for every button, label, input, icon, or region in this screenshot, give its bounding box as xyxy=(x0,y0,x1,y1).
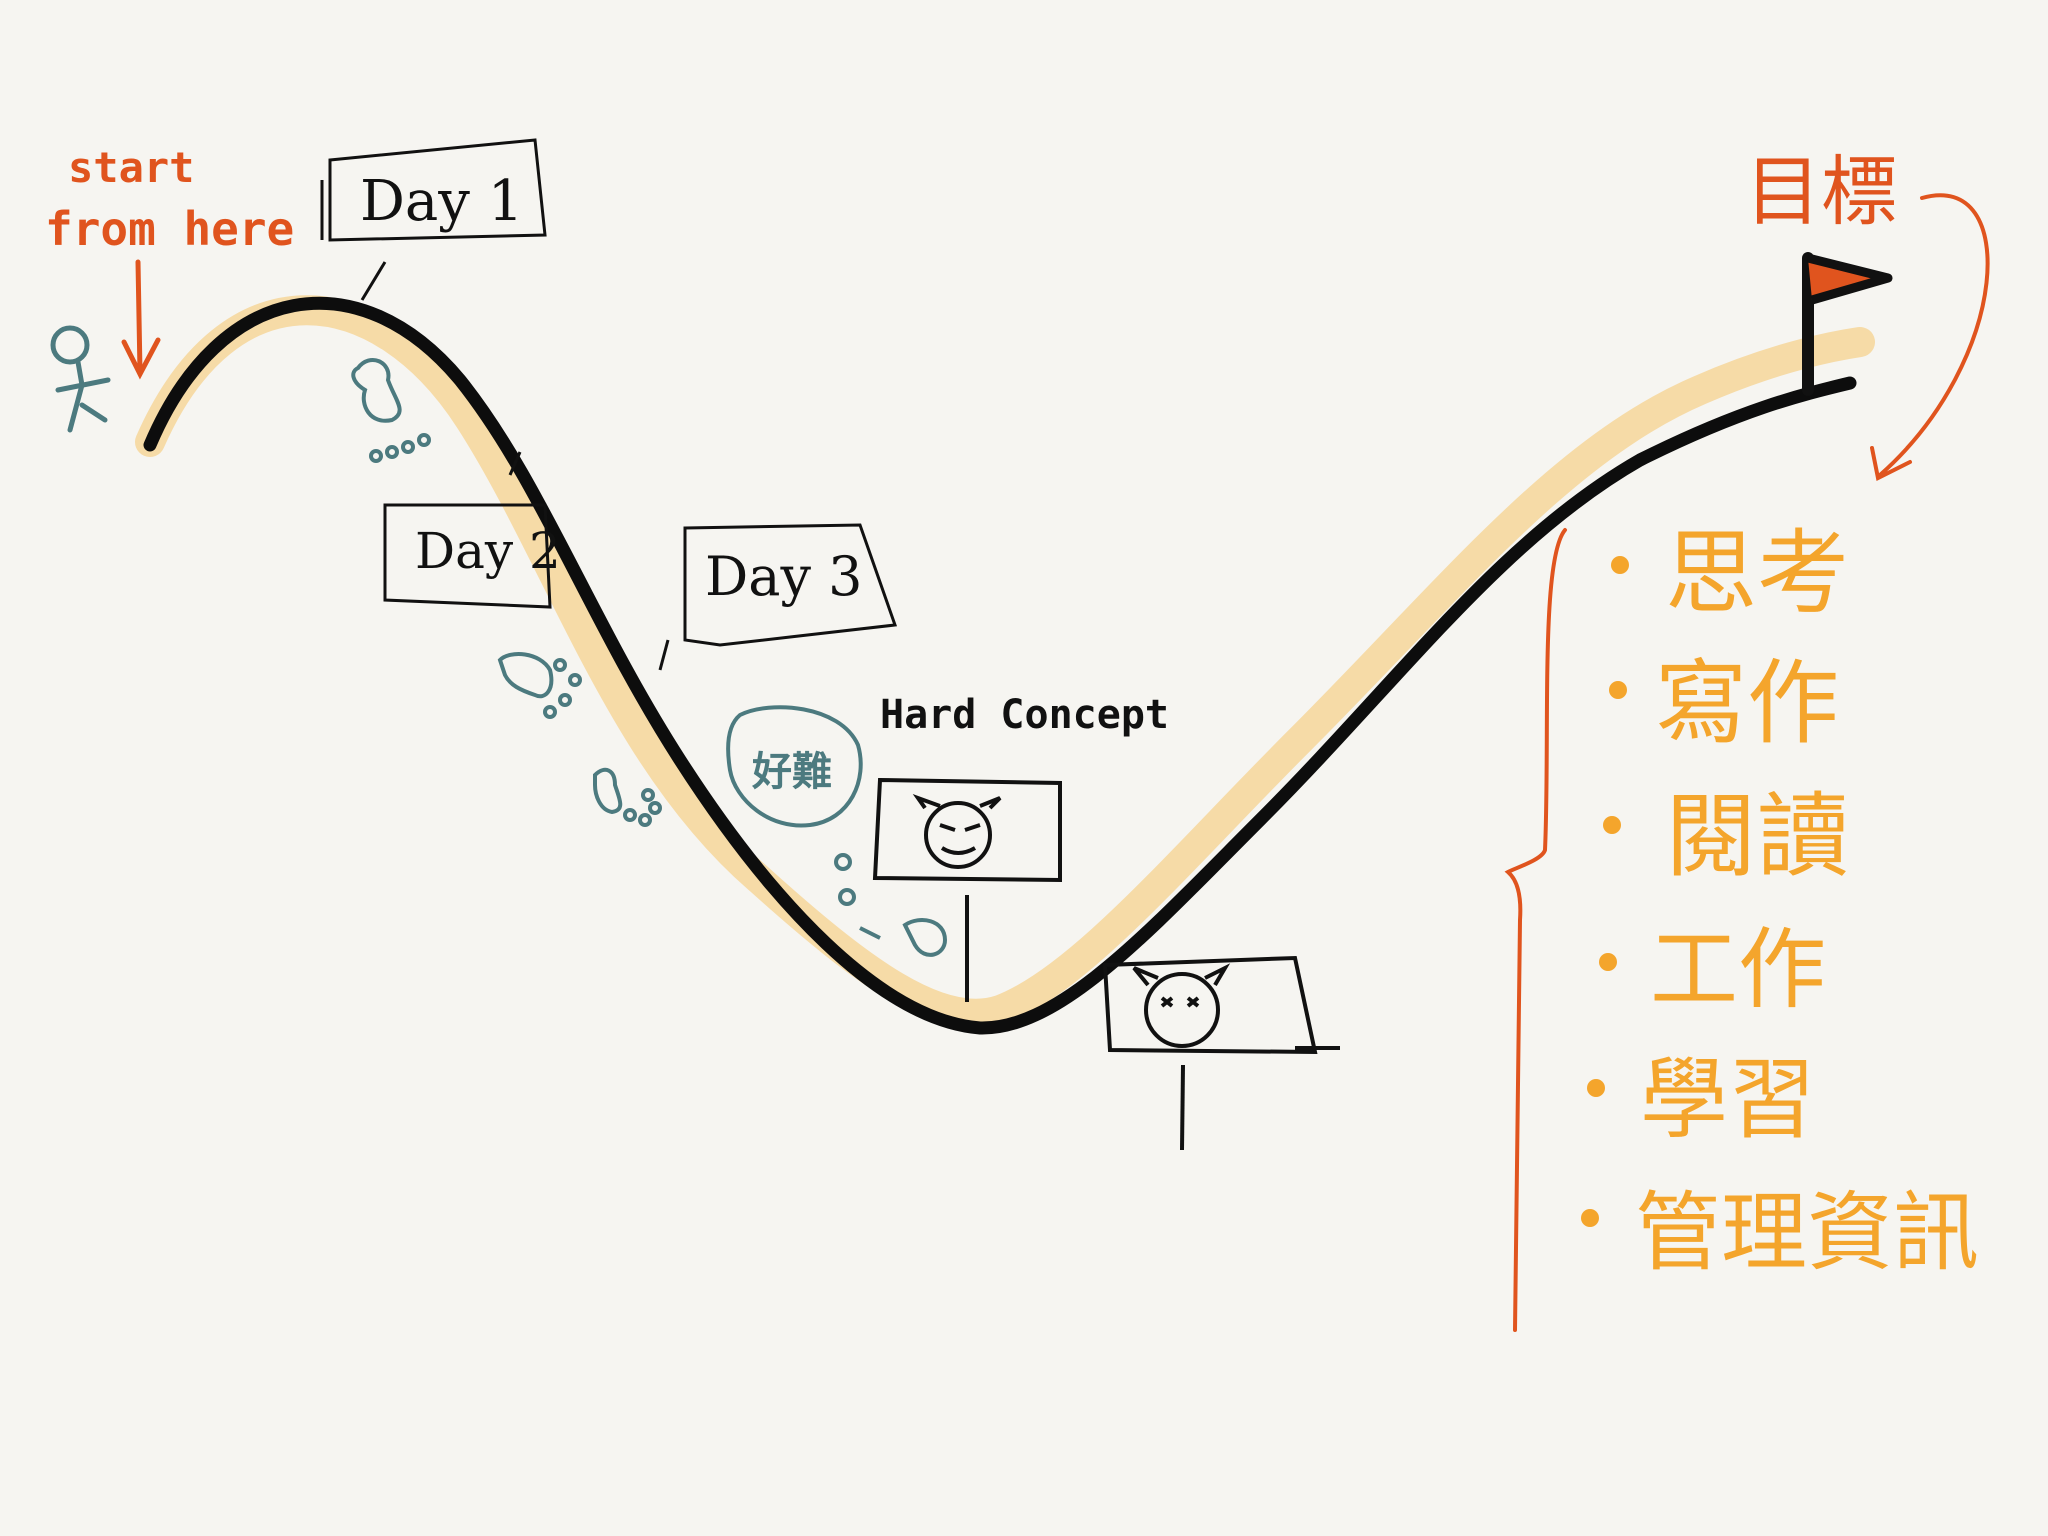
arrow-down-icon xyxy=(121,259,161,380)
goal-list-item: 學習 xyxy=(1640,1048,1816,1151)
thought-bubble xyxy=(726,705,863,828)
footprint-icon xyxy=(351,358,948,957)
day2-box xyxy=(383,451,552,609)
day3-label: Day 3 xyxy=(705,545,863,608)
goal-arrow-icon xyxy=(1870,193,1990,481)
day1-label: Day 1 xyxy=(360,169,523,234)
bubble-text: 好難 xyxy=(751,749,832,795)
goal-flag-icon xyxy=(1802,252,1893,396)
stick-figure-icon xyxy=(50,325,111,433)
monster-sign-2 xyxy=(1102,955,1340,1151)
day1-box xyxy=(320,138,547,301)
monster-face-icon xyxy=(1132,963,1231,1048)
start-note-line1: start xyxy=(68,143,194,192)
goal-list-item: 工作 xyxy=(1650,918,1826,1021)
goal-list-item: 寫作 xyxy=(1655,650,1839,757)
monster-face-icon xyxy=(912,793,1002,869)
list-bullet xyxy=(1603,816,1621,834)
goal-list: 思考 寫作 閱讀 工作 學習 管理資訊 xyxy=(1581,520,1979,1283)
goal-title: 目標 xyxy=(1745,147,1897,236)
list-bullet xyxy=(1609,681,1627,699)
list-bullet xyxy=(1599,953,1617,971)
list-bullet xyxy=(1581,1209,1599,1227)
monster-sign-1 xyxy=(872,777,1062,1002)
hard-concept-label: Hard Concept xyxy=(880,692,1169,738)
start-note-line2: from here xyxy=(45,202,294,256)
day2-label: Day 2 xyxy=(415,522,561,580)
list-brace xyxy=(1504,528,1567,1332)
goal-list-item: 閱讀 xyxy=(1665,783,1849,890)
learning-curve xyxy=(143,296,1857,1035)
day3-box xyxy=(658,523,898,671)
list-bullet xyxy=(1587,1079,1605,1097)
list-bullet xyxy=(1611,556,1629,574)
goal-list-item: 管理資訊 xyxy=(1635,1183,1979,1283)
curve-glow xyxy=(135,295,1875,1029)
goal-list-item: 思考 xyxy=(1665,520,1849,627)
